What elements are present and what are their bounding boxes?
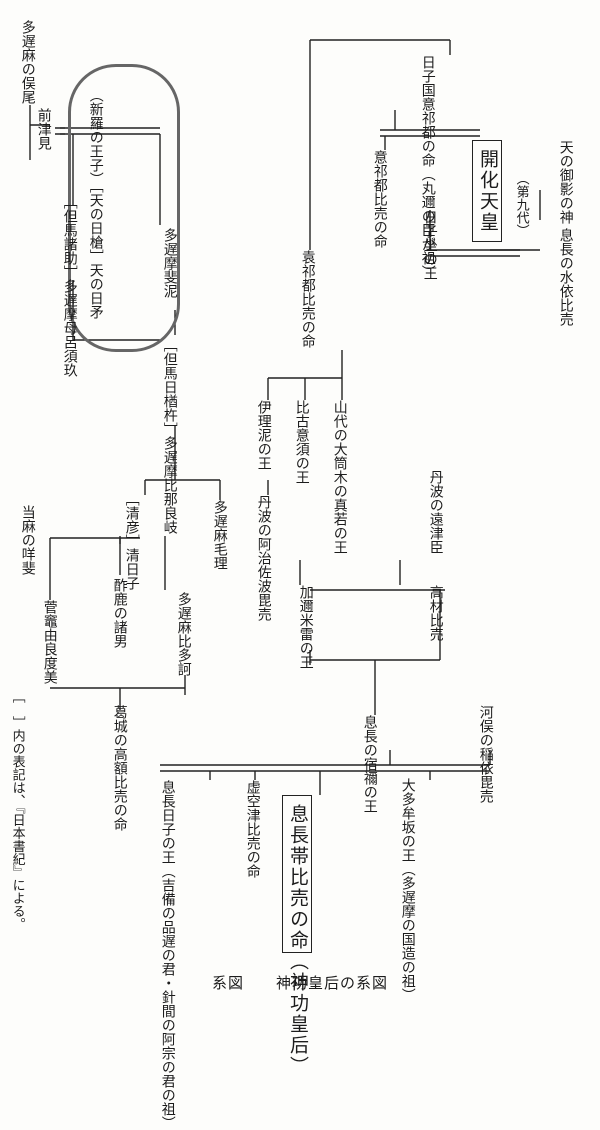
node-tajima-hine: 多遅摩斐泥 bbox=[161, 228, 178, 298]
node-tanba-tootsuomi: 丹波の遠津臣 bbox=[427, 470, 444, 554]
figure-caption: 系図 神功皇后の系図 bbox=[211, 974, 388, 992]
node-hikoimasu-sm: 比古意須の王 bbox=[293, 400, 310, 484]
node-okinaga-sukune: 息長の宿禰の王 bbox=[361, 715, 378, 813]
node-ama-hiboko: （新羅の王子）［天の日槍］天の日矛 bbox=[87, 88, 104, 319]
node-otamusaka: 大多牟坂の王（多遅摩の国造の祖） bbox=[399, 778, 416, 1002]
node-taima-nomeboku: 当麻の咩斐 bbox=[19, 505, 36, 575]
node-amenomikage: 天の御影の神 bbox=[557, 140, 574, 224]
node-dai9dai: （第九代） bbox=[513, 172, 529, 237]
node-note: ［ ］内の表記は、『日本書紀』による。 bbox=[9, 690, 25, 931]
node-okitsu-hime: 意祁都比売の命 bbox=[371, 150, 388, 248]
node-hikoimasu: 日子坐の王 bbox=[421, 210, 438, 280]
node-kanimeikazuchi: 加邇米雷の王 bbox=[297, 585, 314, 669]
node-tajima-hitaka: 多遅麻比多訶 bbox=[175, 592, 192, 676]
node-tajima-morosuku: ［但馬諸助］多遅摩母呂須玖 bbox=[61, 195, 78, 377]
node-okinaga-mizuyori: 息長の水依比売 bbox=[557, 228, 574, 326]
node-yamashiro-otsutsuki: 山代の大筒木の真若の王 bbox=[331, 400, 348, 554]
node-takakihime: 高材比売 bbox=[427, 585, 444, 641]
node-suga-moroo: 酢鹿の諸男 bbox=[111, 578, 128, 648]
node-tanba-ajisaba: 丹波の阿治佐波毘売 bbox=[255, 495, 272, 621]
node-okinaga-hiko: 息長日子の王（吉備の品遅の君・針間の阿宗の君の祖） bbox=[159, 780, 176, 1130]
node-sugakatoyuradomi: 菅竈由良度美 bbox=[41, 600, 58, 684]
node-sorahime: 虚空津比売の命 bbox=[244, 780, 261, 878]
node-tajima-hinaraki: ［但馬日楢杵］多遅摩比那良岐 bbox=[161, 338, 178, 534]
node-hikokunikuko: 日子国意祁都の命（丸邇の臣が祖） bbox=[419, 55, 436, 279]
node-kazuraki-takanuka: 葛城の高額比売の命 bbox=[111, 705, 128, 831]
node-kaika: 開化天皇 bbox=[472, 140, 502, 242]
node-kiyohiko: ［清彦］清日子 bbox=[123, 492, 140, 590]
node-tajimamori: 多遅麻毛理 bbox=[211, 500, 228, 570]
node-tajima-matao: 多遅麻の俣尾 bbox=[19, 20, 36, 104]
node-oke-hime: 袁祁都比売の命 bbox=[299, 250, 316, 348]
genealogy-figure: 多遅麻の俣尾 前津見 （新羅の王子）［天の日槍］天の日矛 ［但馬諸助］多遅摩母呂… bbox=[9, 20, 574, 1130]
node-jingu: 息長帯比売の命（神功皇后） bbox=[282, 795, 312, 1077]
node-matsumi: 前津見 bbox=[35, 108, 52, 150]
node-kawamata-inayori: 河俣の稲依毘売 bbox=[477, 705, 494, 803]
connector-lines bbox=[29, 39, 541, 795]
node-irine: 伊理泥の王 bbox=[255, 400, 272, 470]
